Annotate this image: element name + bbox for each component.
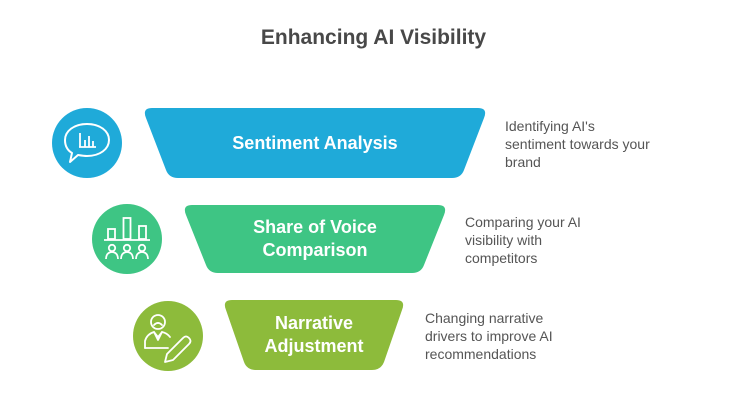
stage-1-description-line: sentiment towards your: [505, 136, 650, 152]
stage-3-description: Changing narrative drivers to improve AI…: [425, 309, 553, 363]
diagram-title: Enhancing AI Visibility: [260, 26, 487, 49]
stage-2-description-line: visibility with: [465, 232, 543, 248]
stage-2-label-line-2: Comparison: [262, 240, 368, 260]
funnel-segment-3: [224, 300, 404, 370]
stage-2-description-line: Comparing your AI: [465, 214, 581, 230]
stage-3-description-line: Changing narrative: [425, 310, 544, 326]
funnel-segment-1: [144, 108, 486, 178]
audience-bar-chart-icon: [92, 204, 162, 274]
stage-3-label: Narrative Adjustment: [244, 300, 384, 370]
stage-2-label: Share of Voice Comparison: [205, 205, 425, 273]
stage-1-description-line: Identifying AI's: [505, 118, 595, 134]
stage-1-label-text: Sentiment Analysis: [232, 132, 398, 153]
stage-1-description: Identifying AI's sentiment towards your …: [505, 117, 650, 171]
stage-3-label-line-1: Narrative: [274, 313, 354, 333]
funnel-segment-2: [184, 205, 446, 273]
person-edit-icon: [133, 301, 203, 371]
stage-2-description-line: competitors: [465, 250, 538, 266]
stage-1-label: Sentiment Analysis: [165, 108, 465, 178]
speech-bubble-chart-icon: [52, 108, 122, 178]
stage-1-description-line: brand: [505, 154, 541, 170]
stage-3-label-line-2: Adjustment: [264, 336, 364, 356]
stage-2-label-line-1: Share of Voice: [253, 217, 377, 237]
stage-2-description: Comparing your AI visibility with compet…: [465, 213, 581, 267]
stage-3-description-line: recommendations: [425, 346, 537, 362]
stage-3-description-line: drivers to improve AI: [425, 328, 553, 344]
